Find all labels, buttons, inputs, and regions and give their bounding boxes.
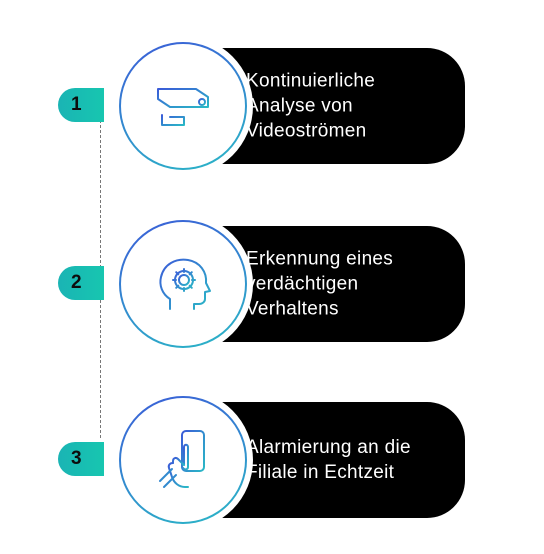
hand-smartphone-icon bbox=[148, 425, 218, 495]
head-gear-icon bbox=[148, 249, 218, 319]
icon-circle bbox=[113, 36, 253, 176]
step-2: Erkennung eines verdächtigen Verhaltens … bbox=[0, 214, 544, 354]
icon-circle bbox=[113, 390, 253, 530]
step-number: 2 bbox=[71, 272, 82, 293]
step-number-badge: 1 bbox=[58, 88, 104, 122]
step-number-badge: 3 bbox=[58, 442, 104, 476]
step-number-badge: 2 bbox=[58, 266, 104, 300]
step-text: Alarmierung an die Filiale in Echtzeit bbox=[246, 437, 411, 483]
step-number: 3 bbox=[71, 448, 82, 469]
step-3: Alarmierung an die Filiale in Echtzeit 3 bbox=[0, 390, 544, 530]
icon-circle bbox=[113, 214, 253, 354]
step-text: Kontinuierliche Analyse von Videoströmen bbox=[246, 70, 376, 142]
step-1: Kontinuierliche Analyse von Videoströmen… bbox=[0, 36, 544, 176]
step-text: Erkennung eines verdächtigen Verhaltens bbox=[246, 248, 394, 320]
security-camera-icon bbox=[148, 71, 218, 141]
step-number: 1 bbox=[71, 94, 82, 115]
